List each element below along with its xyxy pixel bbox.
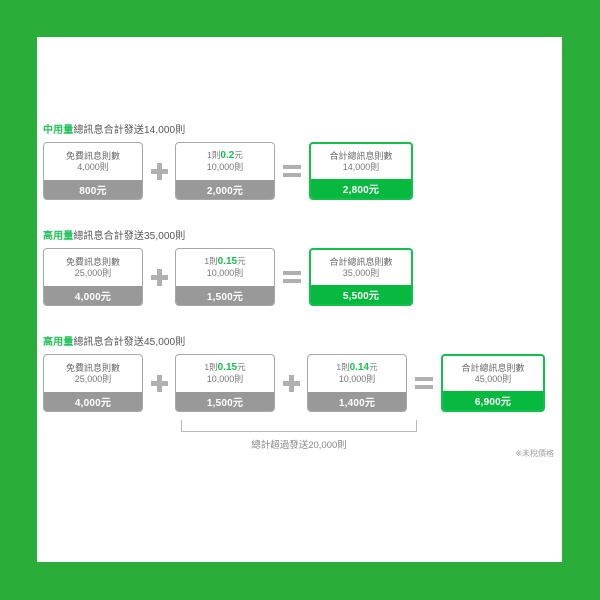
term-header: 1則0.14元 10,000則 xyxy=(308,355,406,392)
term-amount: 4,000元 xyxy=(44,286,142,305)
unit-prefix: 1則 xyxy=(336,362,350,372)
term-unit-price: 1則0.2元 xyxy=(207,149,243,162)
term-unit-price: 1則0.15元 xyxy=(204,361,245,374)
unit-suffix: 元 xyxy=(237,362,246,372)
footnote-tax-note: ※未稅價格 xyxy=(515,449,554,458)
unit-prefix: 1則 xyxy=(204,362,218,372)
unit-suffix: 元 xyxy=(369,362,378,372)
term-free-quota[interactable]: 免費訊息則數 25,000則 4,000元 xyxy=(43,248,143,306)
term-header: 合計總訊息則數 45,000則 xyxy=(443,356,543,391)
term-total-amount: 5,500元 xyxy=(311,285,411,304)
term-title: 合計總訊息則數 xyxy=(461,362,525,373)
term-header: 合計總訊息則數 35,000則 xyxy=(311,250,411,285)
row-label-high-usage-35000: 高用量總訊息合計發送35,000則 xyxy=(43,231,185,243)
row-label-rest: 總訊息合計發送35,000則 xyxy=(73,231,186,242)
term-result-total[interactable]: 合計總訊息則數 35,000則 5,500元 xyxy=(309,248,413,306)
term-header: 免費訊息則數 4,000則 xyxy=(44,143,142,180)
row-label-rest: 總訊息合計發送14,000則 xyxy=(73,125,186,136)
term-quantity: 25,000則 xyxy=(74,373,112,384)
term-amount: 1,400元 xyxy=(308,392,406,411)
term-title: 免費訊息則數 xyxy=(65,362,120,373)
term-amount: 1,500元 xyxy=(176,286,274,305)
term-unit-price: 1則0.15元 xyxy=(204,255,245,268)
term-tier-2[interactable]: 1則0.14元 10,000則 1,400元 xyxy=(307,354,407,412)
term-tier-1[interactable]: 1則0.15元 10,000則 1,500元 xyxy=(175,248,275,306)
term-header: 合計總訊息則數 14,000則 xyxy=(311,144,411,179)
formula-medium-usage: 免費訊息則數 4,000則 800元 1則0.2元 10,000則 2,000元 xyxy=(43,142,413,200)
term-quantity: 10,000則 xyxy=(206,162,244,172)
tier-group-bracket xyxy=(181,420,417,432)
row-label-highlight: 高用量 xyxy=(43,337,74,348)
term-free-quota[interactable]: 免費訊息則數 4,000則 800元 xyxy=(43,142,143,200)
term-quantity: 25,000則 xyxy=(74,267,112,278)
term-amount: 800元 xyxy=(44,180,142,199)
term-quantity: 35,000則 xyxy=(342,267,380,278)
term-free-quota[interactable]: 免費訊息則數 25,000則 4,000元 xyxy=(43,354,143,412)
term-tier-1[interactable]: 1則0.15元 10,000則 1,500元 xyxy=(175,354,275,412)
term-title: 免費訊息則數 xyxy=(65,150,120,161)
term-title: 合計總訊息則數 xyxy=(329,256,393,267)
term-header: 1則0.15元 10,000則 xyxy=(176,355,274,392)
term-header: 免費訊息則數 25,000則 xyxy=(44,355,142,392)
term-amount: 4,000元 xyxy=(44,392,142,411)
row-label-highlight: 高用量 xyxy=(43,231,74,242)
term-result-total[interactable]: 合計總訊息則數 45,000則 6,900元 xyxy=(441,354,545,412)
term-quantity: 45,000則 xyxy=(474,373,512,384)
term-quantity: 14,000則 xyxy=(342,161,380,172)
row-label-high-usage-45000: 高用量總訊息合計發送45,000則 xyxy=(43,337,185,349)
term-tier-1[interactable]: 1則0.2元 10,000則 2,000元 xyxy=(175,142,275,200)
term-amount: 1,500元 xyxy=(176,392,274,411)
unit-suffix: 元 xyxy=(237,256,246,266)
term-title: 合計總訊息則數 xyxy=(329,150,393,161)
plus-operator-icon xyxy=(275,354,307,412)
term-total-amount: 6,900元 xyxy=(443,391,543,410)
term-quantity: 10,000則 xyxy=(206,374,244,384)
unit-price-value: 0.15 xyxy=(217,256,238,267)
unit-price-value: 0.15 xyxy=(217,362,238,373)
formula-high-usage-45000: 免費訊息則數 25,000則 4,000元 1則0.15元 10,000則 1,… xyxy=(43,354,545,412)
term-result-total[interactable]: 合計總訊息則數 14,000則 2,800元 xyxy=(309,142,413,200)
equals-operator-icon xyxy=(275,142,309,200)
unit-price-value: 0.14 xyxy=(349,362,370,373)
unit-prefix: 1則 xyxy=(204,256,218,266)
unit-price-value: 0.2 xyxy=(220,150,235,161)
term-quantity: 10,000則 xyxy=(206,268,244,278)
tier-group-caption: 總計超過發送20,000則 xyxy=(251,440,347,451)
term-amount: 2,000元 xyxy=(176,180,274,199)
row-label-rest: 總訊息合計發送45,000則 xyxy=(73,337,186,348)
equals-operator-icon xyxy=(407,354,441,412)
plus-operator-icon xyxy=(143,142,175,200)
row-label-medium-usage: 中用量總訊息合計發送14,000則 xyxy=(43,125,185,137)
term-quantity: 4,000則 xyxy=(77,161,109,172)
row-label-highlight: 中用量 xyxy=(43,125,74,136)
term-quantity: 10,000則 xyxy=(338,374,376,384)
term-header: 免費訊息則數 25,000則 xyxy=(44,249,142,286)
plus-operator-icon xyxy=(143,354,175,412)
term-unit-price: 1則0.14元 xyxy=(336,361,377,374)
plus-operator-icon xyxy=(143,248,175,306)
content-sheet: 中用量總訊息合計發送14,000則 免費訊息則數 4,000則 800元 1則0… xyxy=(37,37,562,562)
term-total-amount: 2,800元 xyxy=(311,179,411,198)
unit-prefix: 1則 xyxy=(207,150,221,160)
term-header: 1則0.2元 10,000則 xyxy=(176,143,274,180)
equals-operator-icon xyxy=(275,248,309,306)
formula-high-usage-35000: 免費訊息則數 25,000則 4,000元 1則0.15元 10,000則 1,… xyxy=(43,248,413,306)
term-title: 免費訊息則數 xyxy=(65,256,120,267)
unit-suffix: 元 xyxy=(234,150,243,160)
term-header: 1則0.15元 10,000則 xyxy=(176,249,274,286)
